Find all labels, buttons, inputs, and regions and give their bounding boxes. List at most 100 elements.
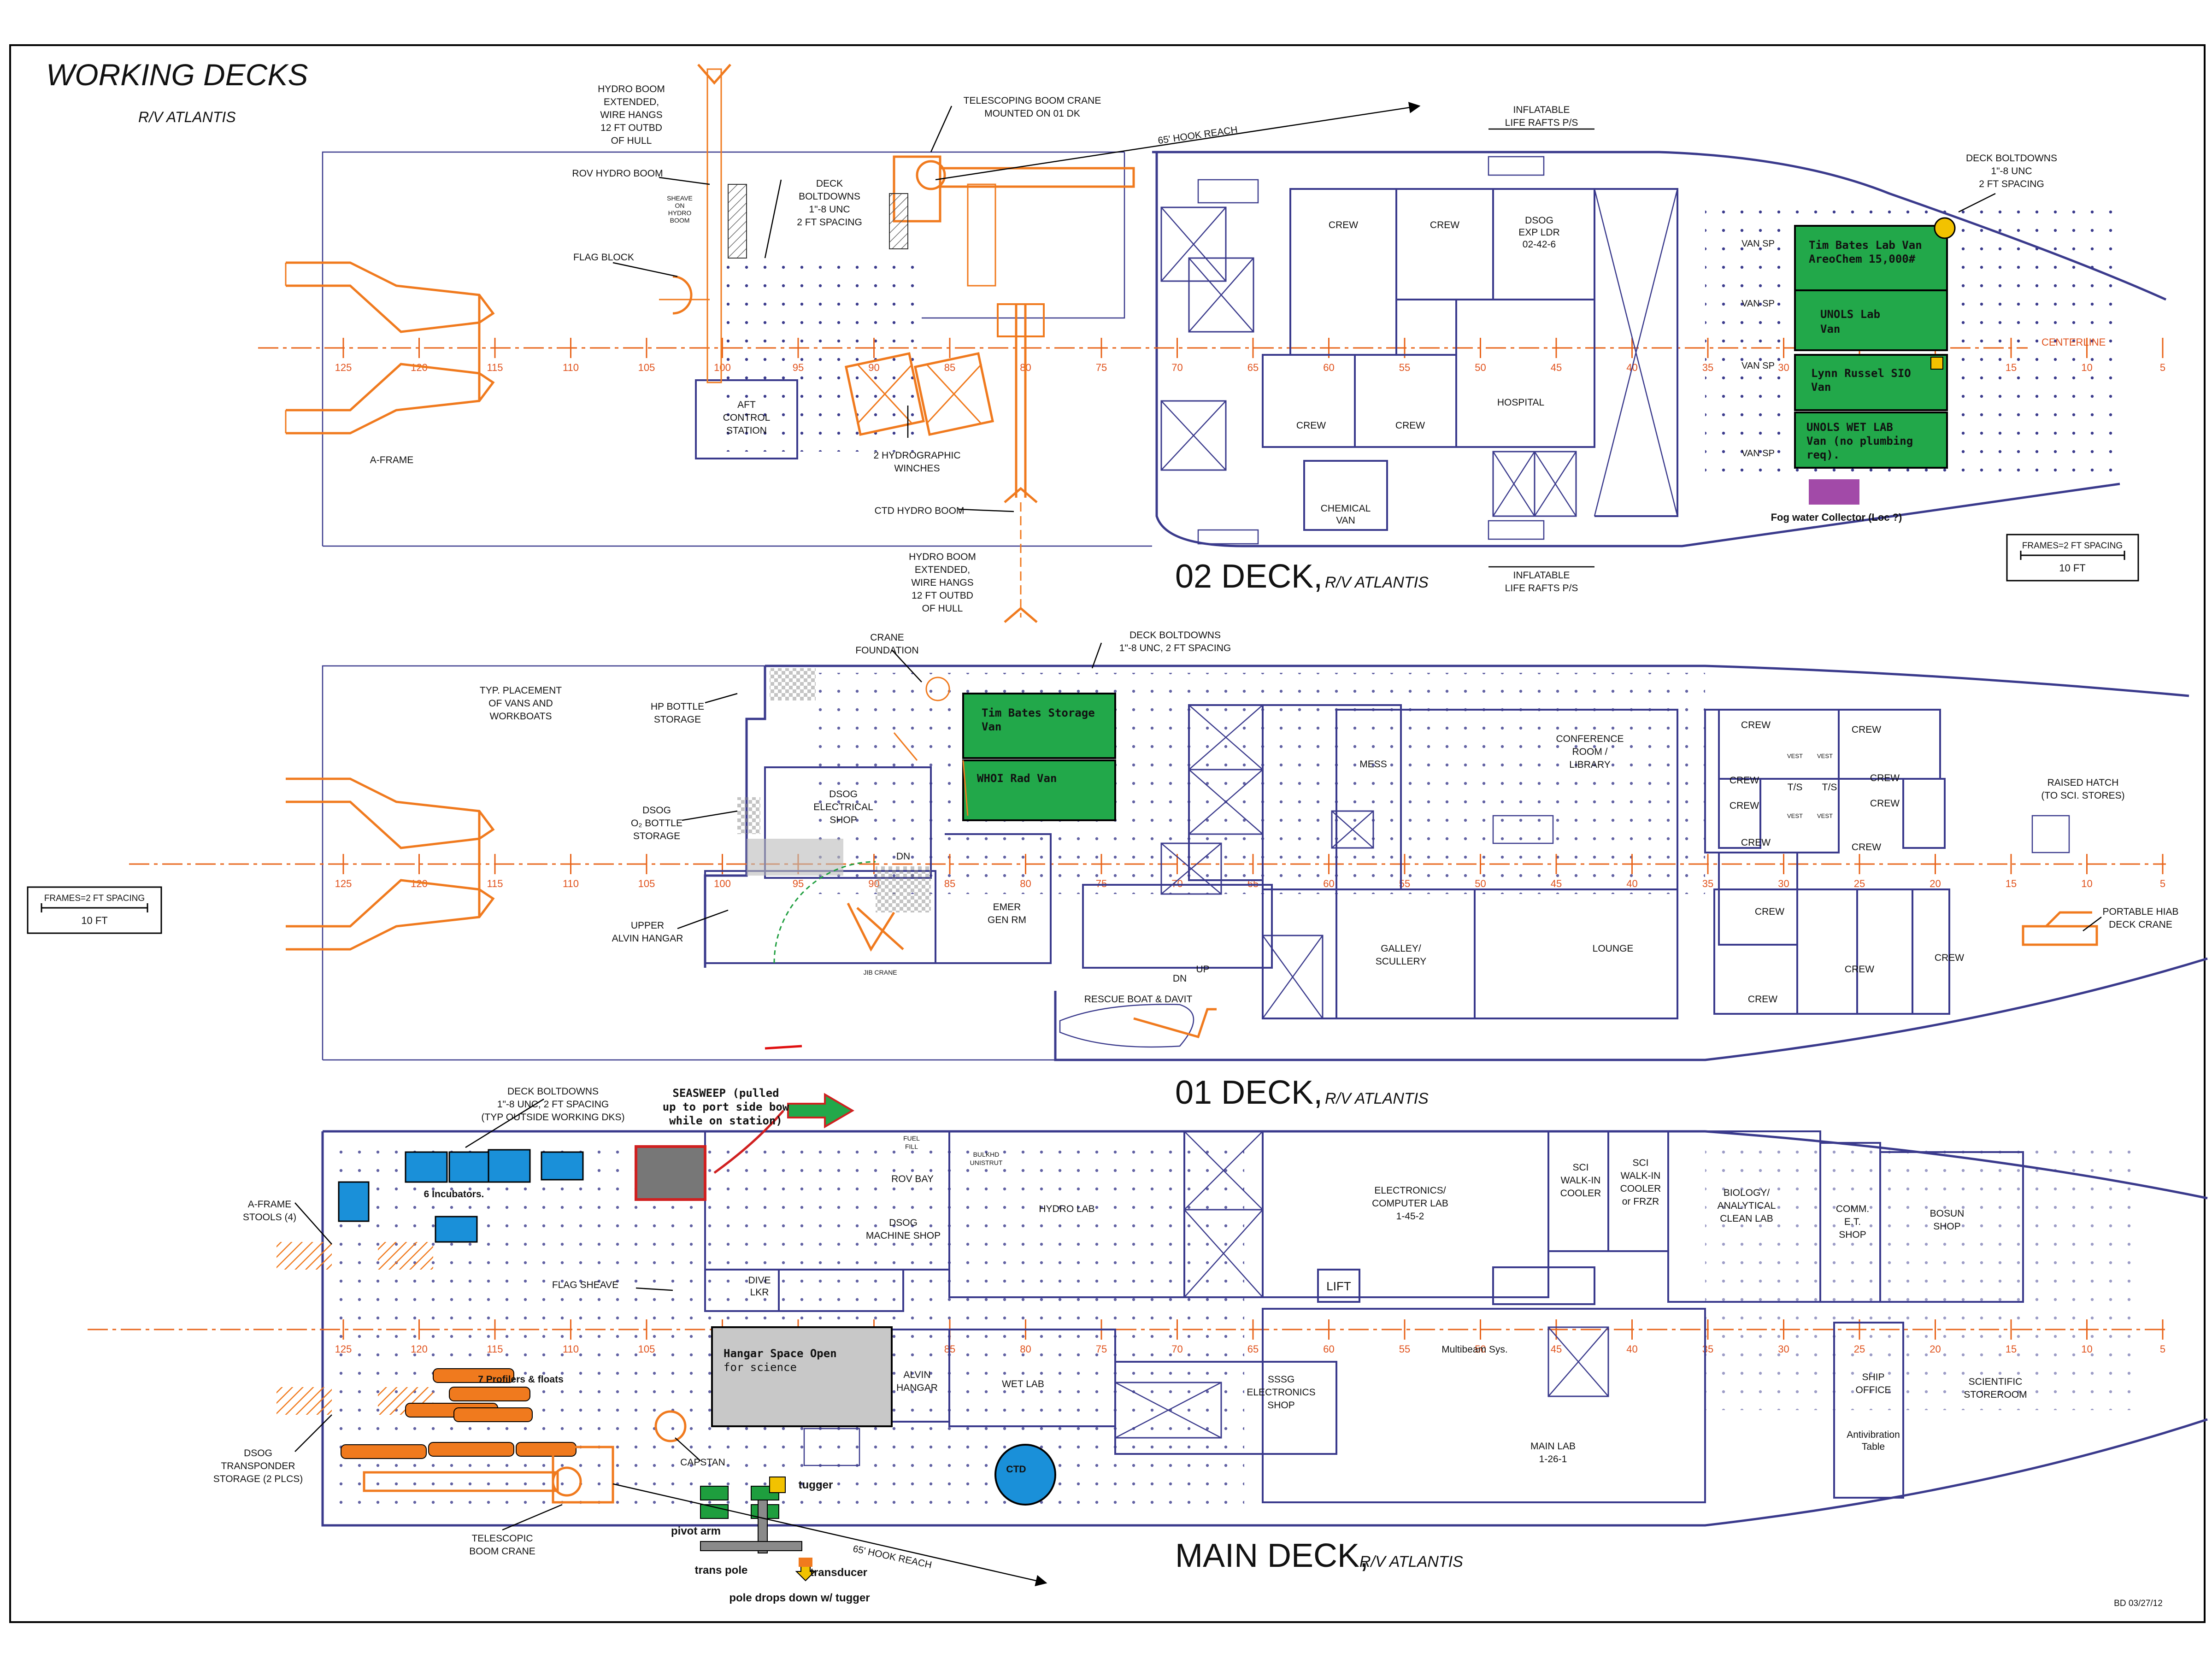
frame-number: 15: [2006, 362, 2017, 373]
label-line: SHOP: [1933, 1221, 1961, 1232]
incubators: [338, 1149, 584, 1243]
label-line: A-FRAME: [248, 1199, 292, 1210]
label-rov-hydro-boom: ROV HYDRO BOOM: [572, 168, 663, 179]
label-line: SHIP: [1862, 1372, 1884, 1382]
label-line: 1-26-1: [1539, 1454, 1567, 1465]
label-line: COOLER: [1620, 1183, 1661, 1194]
a-frame-label-02: A-FRAME: [370, 455, 414, 465]
frame-number: 50: [1475, 1343, 1486, 1355]
label-line: CLEAN LAB: [1720, 1213, 1773, 1224]
label-line: CRANE: [870, 632, 904, 643]
frame-number: 25: [1854, 878, 1865, 889]
label-line: 1"-8 UNC, 2 FT SPACING: [1119, 643, 1231, 653]
label-line: HANGAR: [896, 1382, 938, 1393]
label-line: SCULLERY: [1376, 956, 1427, 967]
label-line: WIRE HANGS: [600, 110, 662, 120]
frame-number: 30: [1778, 362, 1789, 373]
label-line: STORAGE: [633, 831, 680, 841]
label-line: EMER: [993, 902, 1021, 912]
label-crew: CREW: [1845, 964, 1874, 975]
hangar-label: for science: [724, 1361, 797, 1374]
label-line: HYDRO BOOM: [909, 552, 976, 562]
frame-number: 55: [1399, 362, 1410, 373]
frame-number: 60: [1323, 1343, 1334, 1355]
frame-number: 35: [1702, 1343, 1713, 1355]
frame-number: 45: [1551, 362, 1562, 373]
label-tugger: tugger: [799, 1479, 833, 1491]
label-line: GEN RM: [988, 915, 1026, 925]
page-subtitle: R/V ATLANTIS: [138, 109, 236, 125]
sheet-border: [9, 44, 2206, 1623]
label-line: 2 HYDROGRAPHIC: [873, 450, 960, 461]
frame-number: 115: [487, 878, 503, 889]
frame-number: 110: [563, 362, 579, 373]
van-label: UNOLS WET LAB: [1806, 421, 1893, 434]
deck-subtitle-02: R/V ATLANTIS: [1325, 574, 1429, 591]
label-line: LKR: [750, 1287, 769, 1298]
label-line: MACHINE SHOP: [866, 1230, 941, 1241]
label-line: WORKBOATS: [490, 711, 552, 722]
frame-number: 55: [1399, 1343, 1410, 1355]
scale-value: 10 FT: [2059, 562, 2085, 574]
label-line: PORTABLE HIAB: [2103, 906, 2179, 917]
frame-number: 5: [2160, 878, 2165, 889]
label-line: DECK BOLTDOWNS: [507, 1086, 599, 1097]
frame-number: 100: [714, 362, 731, 373]
van-label: WHOI Rad Van: [977, 772, 1057, 785]
label-line: BULKHD: [973, 1151, 1000, 1158]
label-line: LIBRARY: [1569, 759, 1611, 770]
label-line: OF HULL: [611, 135, 652, 146]
hangar-space-open: Hangar Space Open for science: [711, 1326, 893, 1427]
a-frame-01: [286, 777, 495, 951]
label-line: OFFICE: [1856, 1385, 1891, 1395]
deck-title-02: 02 DECK,: [1175, 558, 1323, 595]
frame-number: 125: [335, 878, 352, 889]
label-line: DECK CRANE: [2109, 919, 2172, 930]
label-line: STATION: [726, 425, 767, 436]
label-line: ANALYTICAL: [1718, 1200, 1776, 1211]
label-line: 1-45-2: [1396, 1211, 1424, 1222]
label-line: Table: [1862, 1441, 1885, 1452]
frame-number: 90: [868, 362, 879, 373]
label-dn: DN: [896, 851, 910, 862]
label-line: CHEMICAL: [1321, 503, 1371, 514]
label-vest: VEST: [1787, 812, 1803, 819]
label-crew: CREW: [1730, 775, 1759, 786]
label-capstan: CAPSTAN: [680, 1457, 725, 1468]
label-crew: CREW: [1870, 798, 1900, 809]
label-line: DECK BOLTDOWNS: [1966, 153, 2057, 164]
label-line: UPPER: [631, 920, 664, 931]
label-line: DSOG: [829, 789, 858, 800]
label-transducer: transducer: [810, 1566, 867, 1579]
label-line: FILL: [905, 1143, 918, 1150]
label-line: FUEL: [903, 1135, 920, 1142]
scale-label: FRAMES=2 FT SPACING: [2022, 541, 2123, 551]
label-vest: VEST: [1787, 753, 1803, 759]
frame-number: 75: [1096, 1343, 1107, 1355]
label-crew: CREW: [1852, 724, 1881, 735]
label-line: BOOM: [670, 217, 690, 224]
label-jib-crane: JIB CRANE: [863, 969, 897, 976]
label-line: COMPUTER LAB: [1372, 1198, 1448, 1209]
scale-value: 10 FT: [81, 915, 107, 926]
frame-number: 10: [2081, 1343, 2092, 1355]
frame-number: 120: [411, 1343, 428, 1355]
label-trans-pole: trans pole: [695, 1564, 748, 1577]
frame-number: 45: [1551, 878, 1562, 889]
label-line: Antivibration: [1847, 1430, 1900, 1440]
